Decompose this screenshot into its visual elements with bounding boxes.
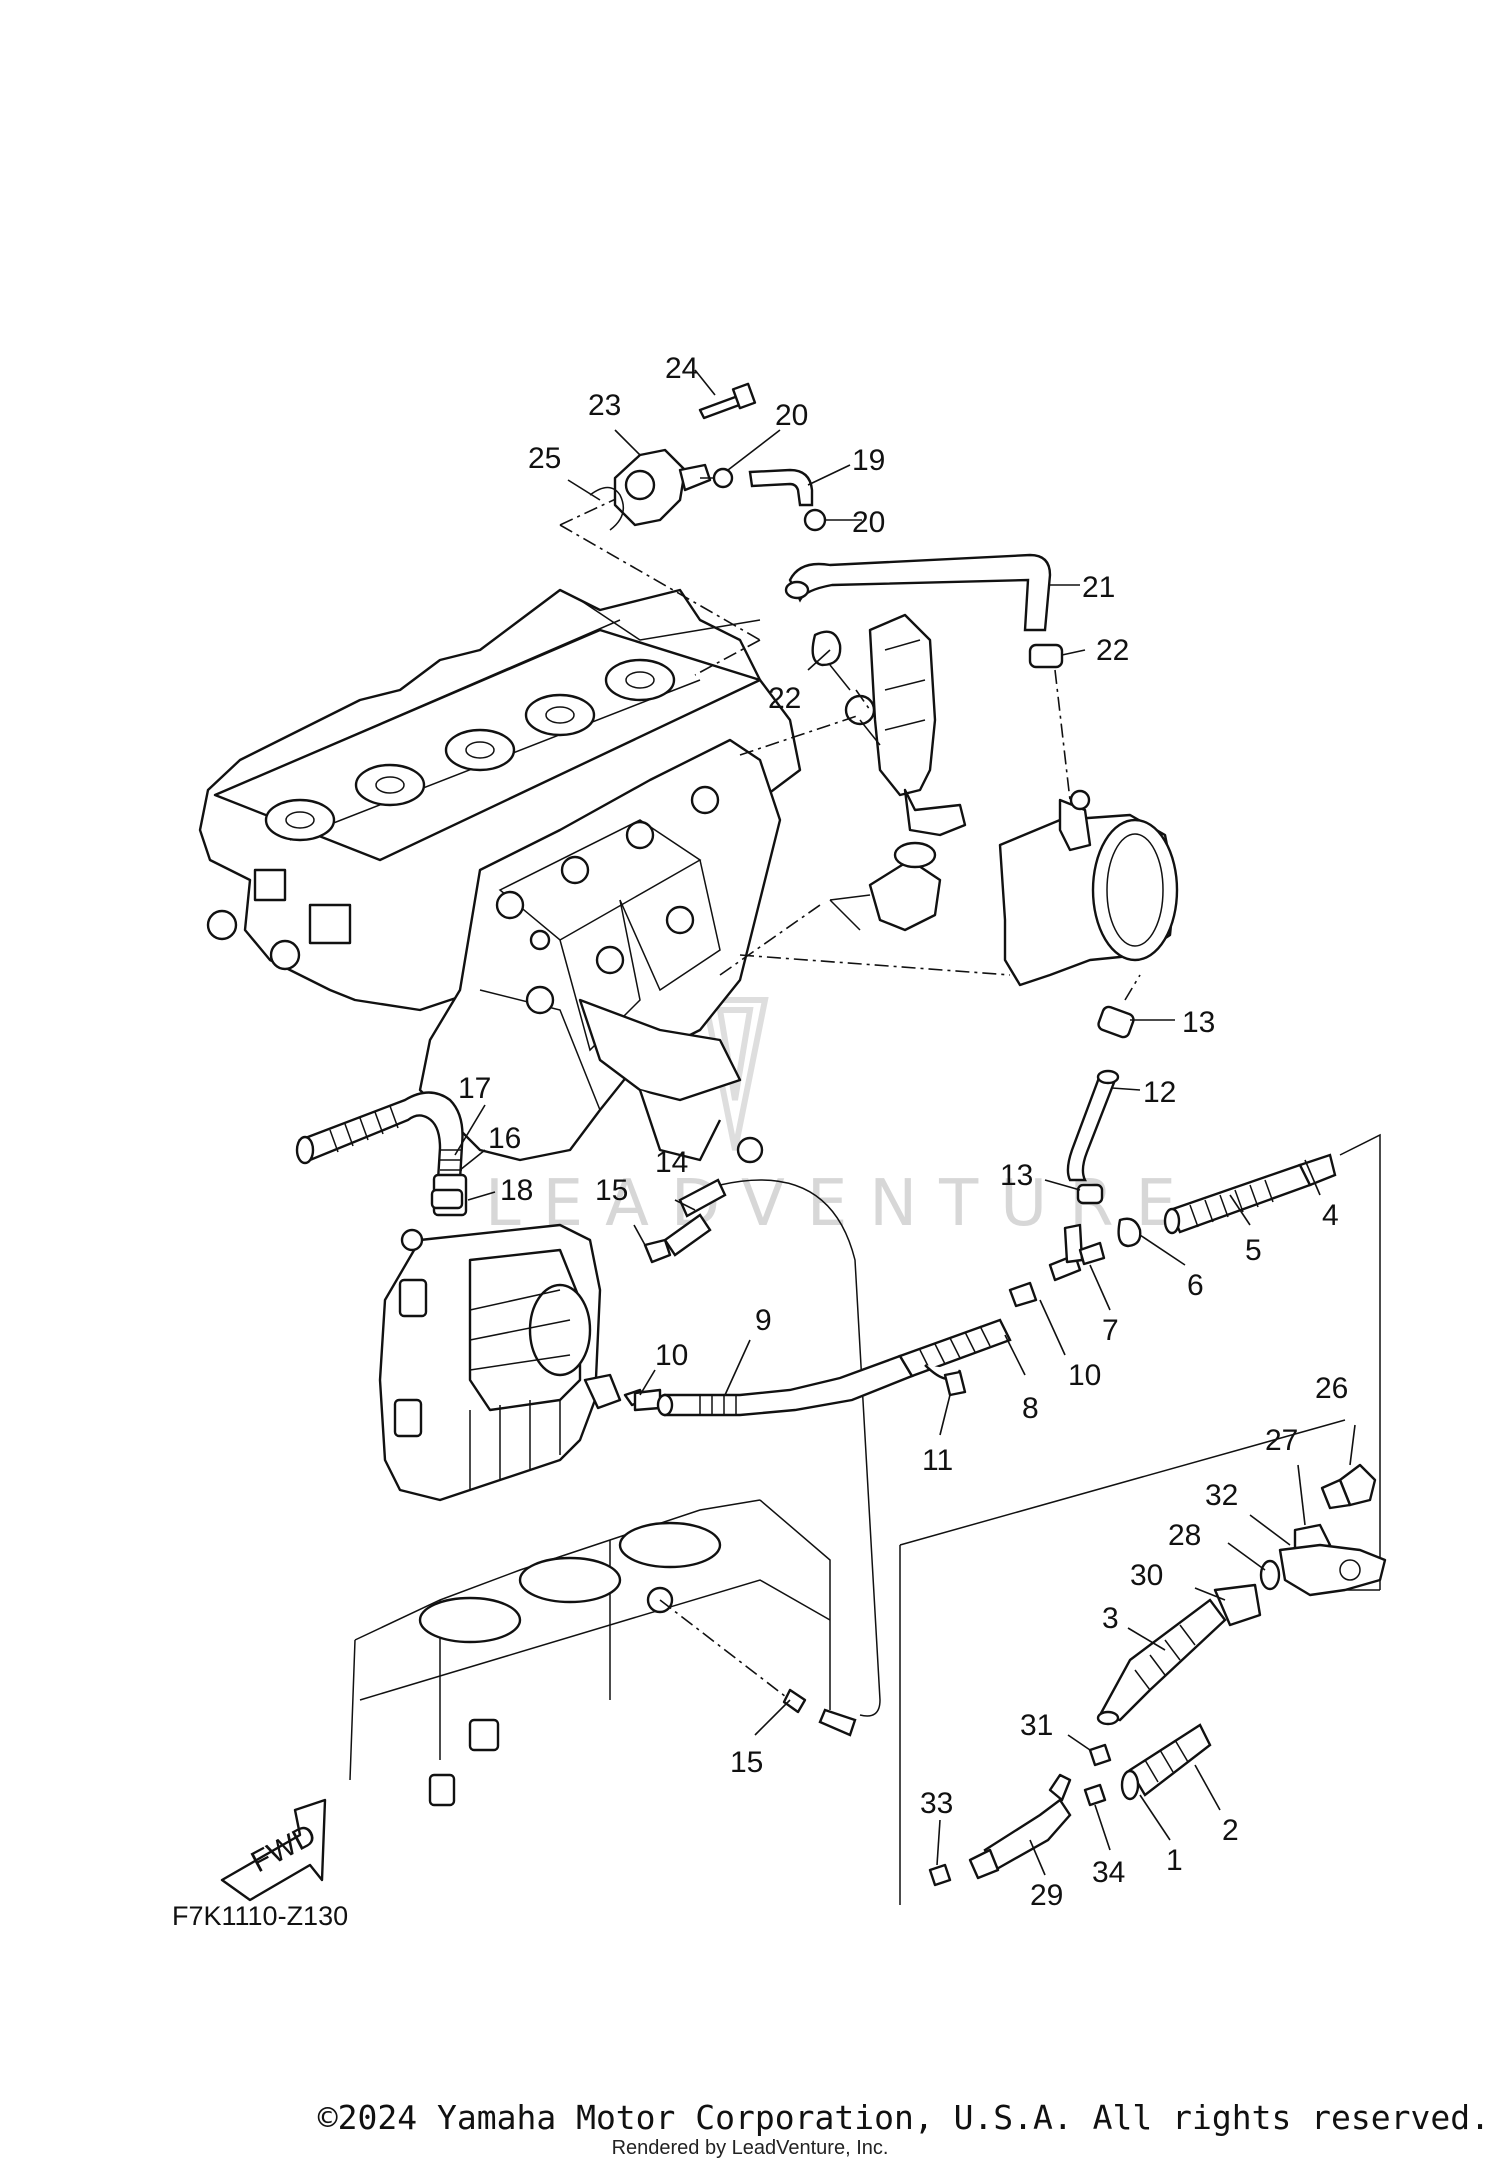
callout-25: 25 [528, 442, 561, 475]
fwd-arrow: FWD [220, 1798, 327, 1902]
callout-28: 28 [1168, 1519, 1201, 1552]
diagram-code: F7K1110-Z130 [172, 1901, 348, 1931]
callout-26: 26 [1315, 1372, 1348, 1405]
callout-5: 5 [1245, 1234, 1262, 1267]
callout-16: 16 [488, 1122, 521, 1155]
callout-4: 4 [1322, 1199, 1339, 1232]
callout-7: 7 [1102, 1314, 1119, 1347]
callout-23: 23 [588, 389, 621, 422]
watermark: LEADVENTURE [485, 1167, 1198, 1241]
callout-13-mid: 13 [1000, 1159, 1033, 1192]
hose-14-9 [623, 1178, 914, 1737]
callout-9: 9 [755, 1304, 772, 1337]
callout-21: 21 [1082, 571, 1115, 604]
callout-30: 30 [1130, 1559, 1163, 1592]
sensor-bracket [739, 613, 967, 837]
callout-33: 33 [920, 1787, 953, 1820]
cylinder-block [349, 1499, 831, 1807]
callout-22-left: 22 [768, 682, 801, 715]
rendered-by-notice: Rendered by LeadVenture, Inc. [611, 2137, 889, 2159]
callout-14: 14 [655, 1146, 688, 1179]
callout-27: 27 [1265, 1424, 1298, 1457]
callout-numbers: 24 23 20 25 19 20 21 22 22 13 17 12 16 1… [458, 352, 1348, 1912]
hose-8-assembly [898, 1133, 1381, 1591]
callout-10-right: 10 [1068, 1359, 1101, 1392]
callout-18: 18 [500, 1174, 533, 1207]
callout-15-bottom: 15 [730, 1746, 763, 1779]
callout-24: 24 [665, 352, 698, 385]
lower-right-assembly [899, 1419, 1387, 1905]
callout-34: 34 [1092, 1856, 1125, 1889]
intake-manifold [418, 738, 782, 1164]
callout-10-left: 10 [655, 1339, 688, 1372]
hose-17-16 [295, 1091, 468, 1217]
callout-29: 29 [1030, 1879, 1063, 1912]
callout-8: 8 [1022, 1392, 1039, 1425]
cover-gasket-outline [559, 489, 761, 676]
callout-11: 11 [922, 1444, 953, 1477]
callout-6: 6 [1187, 1269, 1204, 1302]
leader-lines [454, 369, 1356, 1876]
callout-17: 17 [458, 1072, 491, 1105]
hose-12 [1066, 974, 1141, 1182]
callout-20-lower: 20 [852, 506, 885, 539]
cylinder-head [198, 588, 802, 1012]
intake-duct [719, 789, 1179, 987]
callout-22-right: 22 [1096, 634, 1129, 667]
breather-assembly [589, 382, 1071, 801]
throttle-body [378, 1223, 622, 1502]
callout-31: 31 [1020, 1709, 1053, 1742]
callout-3: 3 [1102, 1602, 1119, 1635]
callout-12: 12 [1143, 1076, 1176, 1109]
copyright-notice: ©2024 Yamaha Motor Corporation, U.S.A. A… [317, 2098, 1490, 2137]
callout-32: 32 [1205, 1479, 1238, 1512]
callout-15-top: 15 [595, 1174, 628, 1207]
callout-13-top: 13 [1182, 1006, 1215, 1039]
callout-20-top: 20 [775, 399, 808, 432]
callout-19: 19 [852, 444, 885, 477]
callout-1: 1 [1166, 1844, 1183, 1877]
callout-2: 2 [1222, 1814, 1239, 1847]
